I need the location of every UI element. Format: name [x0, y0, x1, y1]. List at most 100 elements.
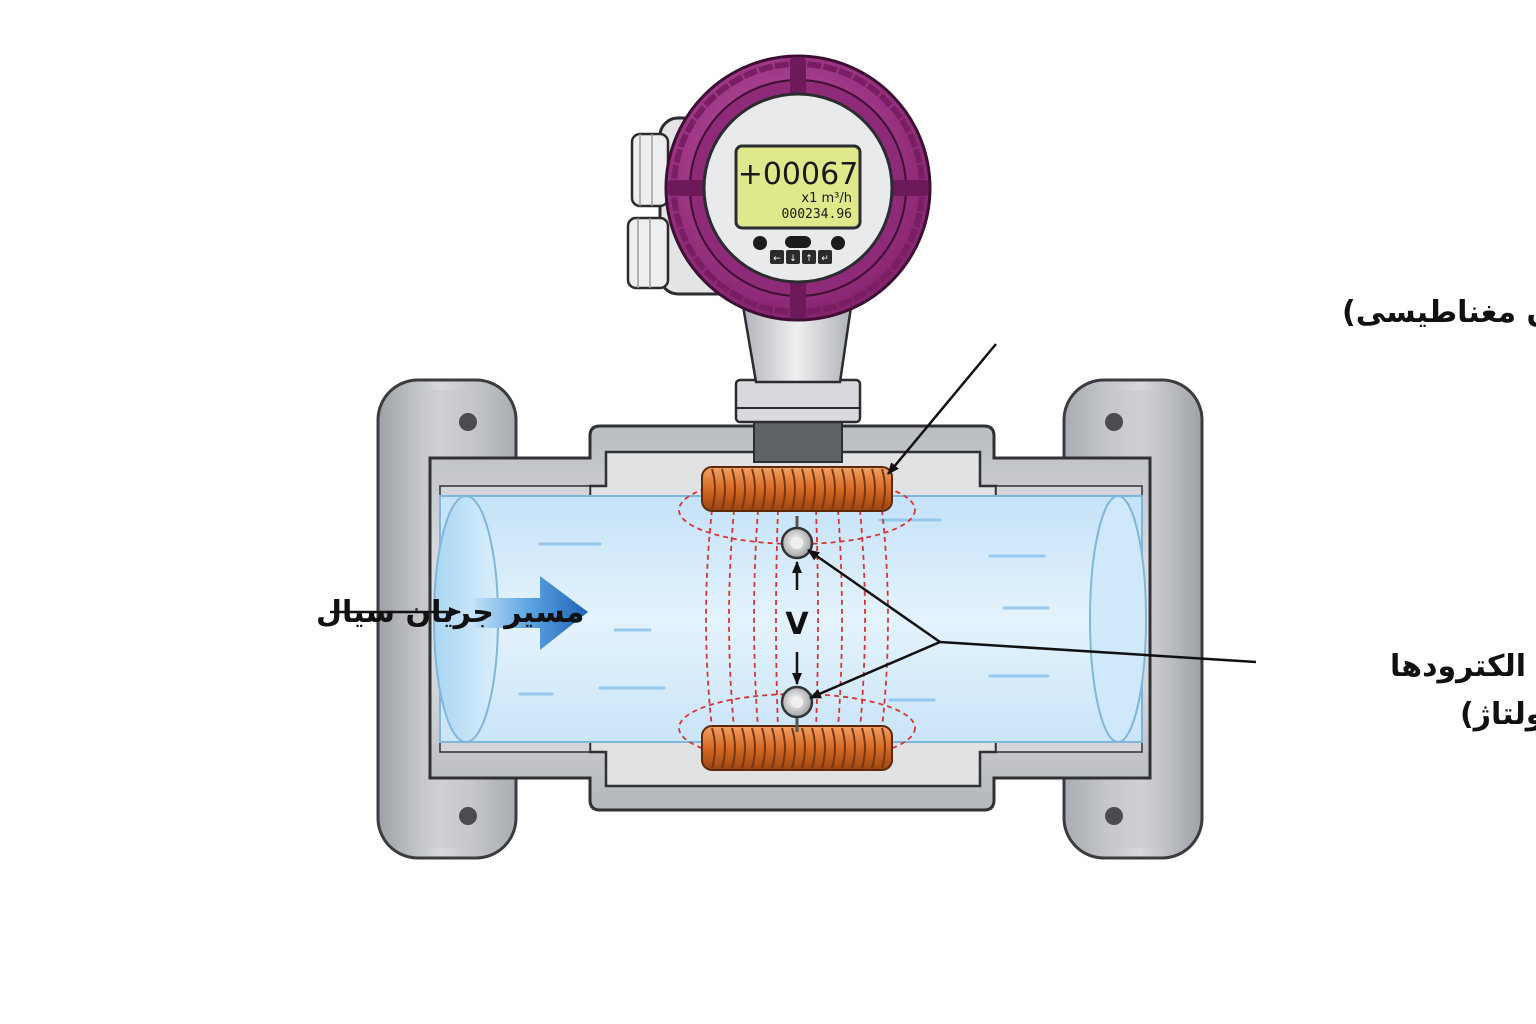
electrodes-sublabel: (اندازه گیری ولتاژ)	[1460, 696, 1536, 732]
key-up-glyph: ↑	[805, 254, 813, 264]
ring-grip-tooth	[684, 242, 697, 258]
coil-winding	[881, 468, 886, 510]
ring-grip-tooth	[692, 256, 707, 271]
fluid-ripples	[518, 518, 1050, 702]
coil-winding	[781, 727, 786, 769]
fluid-outlet-face	[1089, 495, 1147, 743]
electrode-top	[780, 516, 814, 560]
callout-lines	[330, 343, 1257, 700]
coil-winding	[741, 727, 746, 769]
flow-direction-arrow	[474, 576, 588, 650]
ring-grip-tooth	[742, 297, 759, 309]
coil-winding	[801, 468, 806, 510]
flow-path-label: مسیر جریان سیال	[316, 595, 584, 630]
ring-grip-tooth	[806, 307, 822, 315]
ring-grip-tooth	[758, 63, 774, 73]
coil-bottom	[701, 725, 893, 771]
ring-grip-tooth	[728, 74, 744, 87]
cable-gland-upper	[630, 132, 670, 208]
ring-grip-tooth	[852, 74, 868, 87]
cable-gland-lower	[626, 216, 670, 290]
key-left[interactable]: ←	[770, 250, 784, 264]
ring-grip-tooth	[703, 93, 718, 108]
coil-winding	[731, 727, 736, 769]
coil-winding	[741, 468, 746, 510]
ring-grip-tooth	[715, 279, 730, 294]
coil-winding	[851, 727, 856, 769]
coil-winding	[781, 468, 786, 510]
ring-grip-tooth	[684, 118, 697, 134]
coil-winding	[811, 468, 816, 510]
coil-winding	[761, 468, 766, 510]
coil-winding	[791, 727, 796, 769]
status-led-right	[831, 236, 845, 250]
electrode-callout-line	[939, 640, 1257, 664]
left-flange-bolt-hole-top	[459, 413, 477, 431]
coil-winding	[791, 468, 796, 510]
ring-grip-tooth	[728, 289, 744, 302]
ring-grip-tooth	[878, 93, 893, 108]
electrode-callout-top	[807, 548, 941, 644]
key-up[interactable]: ↑	[802, 250, 816, 264]
ring-grip-tooth	[671, 164, 679, 180]
coil-winding	[851, 468, 856, 510]
coil-winding	[881, 727, 886, 769]
coil-winding	[841, 468, 846, 510]
left-flange-bolt-hole-bottom	[459, 807, 477, 825]
ring-grip-tooth	[878, 268, 893, 283]
coil-winding	[801, 727, 806, 769]
ir-sensor	[785, 236, 811, 248]
ring-grip-tooth	[899, 118, 912, 134]
ring-grip-tooth	[692, 105, 707, 120]
coil-winding	[861, 468, 866, 510]
coil-winding	[811, 727, 816, 769]
coil-label: کویل (ایجاد میدان مغناطیسی)	[1342, 295, 1536, 330]
lcd-screen: +00067 x1 m³/h 000234.96	[734, 144, 862, 230]
ring-grip-tooth	[913, 212, 923, 228]
coil-winding	[831, 468, 836, 510]
coil-winding	[871, 727, 876, 769]
ring-grip-tooth	[703, 268, 718, 283]
ring-grip-tooth	[822, 63, 838, 73]
ring-grip-tooth	[774, 61, 790, 69]
coil-winding	[831, 727, 836, 769]
mount-block	[753, 417, 843, 463]
coil-winding	[761, 727, 766, 769]
right-flange-bolt-hole-bottom	[1105, 807, 1123, 825]
key-enter-glyph: ↵	[821, 254, 829, 264]
mount-base	[734, 378, 862, 424]
coil-winding	[751, 727, 756, 769]
ring-grip-tooth	[677, 132, 689, 149]
ring-grip-tooth	[913, 148, 923, 164]
ring-grip-tooth	[917, 196, 925, 212]
coil-winding	[841, 727, 846, 769]
coil-winding	[721, 727, 726, 769]
ring-grip-tooth	[889, 256, 904, 271]
coil-winding	[711, 468, 716, 510]
voltage-measurement-arrow: V	[785, 561, 809, 685]
coil-top	[701, 466, 893, 512]
ring-grip-tooth	[889, 105, 904, 120]
electrodes-label: الکترودها	[1390, 649, 1526, 684]
ring-grip-tooth	[758, 303, 774, 313]
key-down[interactable]: ↓	[786, 250, 800, 264]
right-flange-bolt-hole-top	[1105, 413, 1123, 431]
coil-winding	[711, 727, 716, 769]
ring-grip-tooth	[822, 303, 838, 313]
coil-callout-line	[887, 343, 997, 475]
key-enter[interactable]: ↵	[818, 250, 832, 264]
display-controls: ← ↓ ↑ ↵	[753, 236, 845, 264]
coil-winding	[771, 727, 776, 769]
transmitter: +00067 x1 m³/h 000234.96 ← ↓ ↑ ↵	[626, 54, 932, 463]
ring-grip-tooth	[907, 132, 919, 149]
electrode-bottom	[780, 685, 814, 732]
coil-winding	[861, 727, 866, 769]
voltage-symbol: V	[785, 607, 809, 642]
ring-grip-tooth	[837, 67, 854, 79]
coil-winding	[821, 727, 826, 769]
ring-grip-tooth	[806, 61, 822, 69]
ring-grip-tooth	[907, 227, 919, 244]
ring-grip-tooth	[837, 297, 854, 309]
